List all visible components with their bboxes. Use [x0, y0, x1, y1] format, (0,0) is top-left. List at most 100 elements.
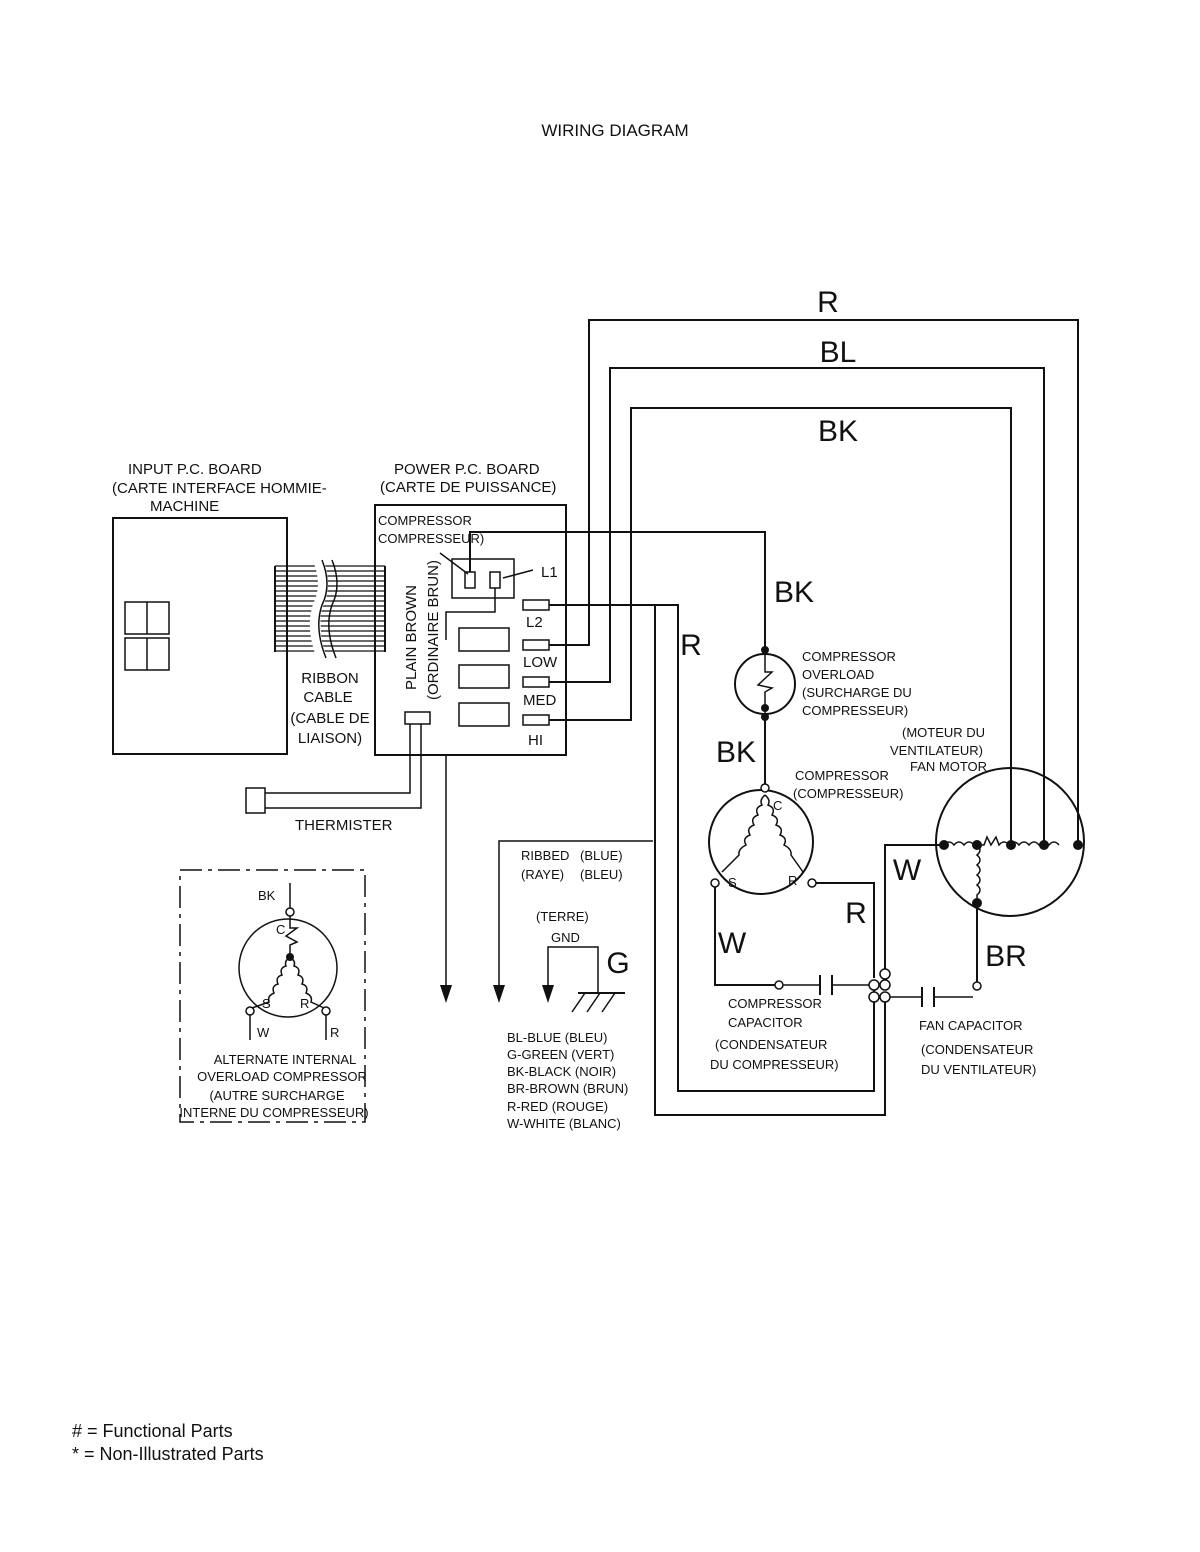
compressor-motor: C S R COMPRESSOR (COMPRESSEUR) — [708, 768, 904, 895]
board-component-1 — [458, 627, 510, 652]
power-board-outline — [374, 504, 567, 756]
board-component-3 — [458, 702, 510, 727]
thermister-connector — [404, 711, 431, 725]
ordinaire-brun-label: (ORDINAIRE BRUN) — [425, 560, 442, 700]
alt-r-lead: R — [330, 1025, 339, 1040]
ribbed-label: RIBBED — [521, 848, 569, 863]
power-board-title: POWER P.C. BOARD — [394, 461, 540, 478]
power-pc-board: POWER P.C. BOARD (CARTE DE PUISSANCE) CO… — [374, 461, 567, 756]
terminal-low-label: LOW — [523, 654, 558, 671]
ribbon-cable: RIBBON CABLE (CABLE DE LIAISON) — [274, 558, 386, 747]
wire-relay-bk — [469, 531, 766, 648]
legend-item: BK-BLACK (NOIR) — [507, 1064, 616, 1079]
wire-label-g: G — [606, 947, 629, 980]
input-board-subtitle-2: MACHINE — [150, 498, 219, 515]
compressor-capacitor: COMPRESSOR CAPACITOR (CONDENSATEUR DU CO… — [710, 975, 870, 1072]
terre-label: (TERRE) — [536, 909, 589, 924]
compressor-relay-label-2: COMPRESSEUR) — [378, 531, 484, 546]
wire-label-r-mid: R — [680, 629, 702, 662]
terminal-med-label: MED — [523, 692, 557, 709]
alternate-overload-box: BK C S R W R ALTERNATE INTERNAL OVERLOAD… — [179, 869, 369, 1123]
arrow-down-icon — [542, 985, 554, 1003]
input-board-outline — [112, 517, 288, 755]
comp-cap-label-4: DU COMPRESSEUR) — [710, 1057, 839, 1072]
footnote-functional-parts: # = Functional Parts — [72, 1421, 233, 1441]
plain-brown-label: PLAIN BROWN — [403, 585, 420, 690]
wire-label-bl-top: BL — [820, 336, 857, 369]
legend-item: R-RED (ROUGE) — [507, 1099, 608, 1114]
compressor-label-2: (COMPRESSEUR) — [793, 786, 904, 801]
ribbon-label-2: CABLE — [303, 689, 352, 706]
wire-label-r-right: R — [845, 897, 867, 930]
compressor-relay — [451, 558, 515, 599]
compressor-overload: COMPRESSOR OVERLOAD (SURCHARGE DU COMPRE… — [734, 646, 912, 721]
comp-cap-label-1: COMPRESSOR — [728, 996, 822, 1011]
fan-cap-label-2: (CONDENSATEUR — [921, 1042, 1033, 1057]
thermister-label: THERMISTER — [295, 817, 393, 834]
ground-section: RIBBED (BLUE) (RAYE) (BLEU) (TERRE) GND … — [493, 840, 653, 1013]
thermister: THERMISTER — [245, 724, 422, 834]
alt-label-3: (AUTRE SURCHARGE — [209, 1088, 344, 1103]
color-legend: BL-BLUE (BLEU) G-GREEN (VERT) BK-BLACK (… — [507, 1030, 628, 1131]
terminal-hi-label: HI — [528, 732, 543, 749]
wire-l2-red — [549, 604, 875, 1092]
ribbon-label-1: RIBBON — [301, 670, 359, 687]
ribbon-label-3: (CABLE DE — [290, 710, 369, 727]
compressor-relay-label-1: COMPRESSOR — [378, 513, 472, 528]
fan-motor-label-3: FAN MOTOR — [910, 759, 987, 774]
terminal-med — [522, 676, 550, 688]
overload-label-3: (SURCHARGE DU — [802, 685, 912, 700]
terminal-l1-label: L1 — [541, 564, 558, 581]
wire-label-w-left: W — [718, 927, 747, 960]
top-bus-wires: R BL BK — [549, 286, 1079, 842]
terminal-l2 — [522, 599, 550, 611]
alt-terminal-s: S — [262, 996, 271, 1011]
overload-label-1: COMPRESSOR — [802, 649, 896, 664]
terminal-l2-label: L2 — [526, 614, 543, 631]
fan-motor-label-2: VENTILATEUR) — [890, 743, 983, 758]
junction-terminals — [868, 968, 891, 1003]
compressor-terminal-s: S — [728, 875, 737, 890]
alt-terminal-r: R — [300, 996, 309, 1011]
gnd-label: GND — [551, 930, 580, 945]
page-title: WIRING DIAGRAM — [541, 121, 688, 140]
alt-label-1: ALTERNATE INTERNAL — [214, 1052, 357, 1067]
power-board-subtitle: (CARTE DE PUISSANCE) — [380, 479, 556, 496]
fan-capacitor: FAN CAPACITOR (CONDENSATEUR DU VENTILATE… — [890, 981, 1036, 1077]
ribbon-label-4: LIAISON) — [298, 730, 362, 747]
alt-terminal-c: C — [276, 922, 285, 937]
compressor-label-1: COMPRESSOR — [795, 768, 889, 783]
alt-w-lead: W — [257, 1025, 270, 1040]
compressor-terminal-c: C — [773, 798, 782, 813]
ribbed-blue-label: (BLUE) — [580, 848, 623, 863]
alt-label-4: INTERNE DU COMPRESSEUR) — [179, 1105, 368, 1120]
terminal-low — [522, 639, 550, 651]
fan-cap-label-1: FAN CAPACITOR — [919, 1018, 1023, 1033]
input-board-title: INPUT P.C. BOARD — [128, 461, 262, 478]
fan-motor: (MOTEUR DU VENTILATEUR) FAN MOTOR — [890, 725, 1085, 917]
compressor-terminal-r: R — [788, 873, 797, 888]
wire-label-bk-mid: BK — [774, 576, 814, 609]
input-board-subtitle-1: (CARTE INTERFACE HOMMIE- — [112, 480, 327, 497]
overload-label-4: COMPRESSEUR) — [802, 703, 908, 718]
raye-label: (RAYE) — [521, 867, 564, 882]
footnote-non-illustrated-parts: * = Non-Illustrated Parts — [72, 1444, 264, 1464]
wire-label-bk-low: BK — [716, 736, 756, 769]
arrow-down-icon — [440, 985, 452, 1003]
terminal-hi — [522, 714, 550, 726]
wire-label-br: BR — [985, 940, 1027, 973]
alt-label-2: OVERLOAD COMPRESSOR — [197, 1069, 367, 1084]
fan-motor-label-1: (MOTEUR DU — [902, 725, 985, 740]
bleu-label: (BLEU) — [580, 867, 623, 882]
fan-cap-label-3: DU VENTILATEUR) — [921, 1062, 1036, 1077]
overload-label-2: OVERLOAD — [802, 667, 874, 682]
board-component-2 — [458, 664, 510, 689]
alt-bk-label: BK — [258, 888, 276, 903]
legend-item: W-WHITE (BLANC) — [507, 1116, 621, 1131]
legend-item: G-GREEN (VERT) — [507, 1047, 614, 1062]
legend-item: BR-BROWN (BRUN) — [507, 1081, 628, 1096]
arrow-down-icon — [493, 985, 505, 1003]
wire-label-bk-top: BK — [818, 415, 858, 448]
comp-cap-label-2: CAPACITOR — [728, 1015, 803, 1030]
